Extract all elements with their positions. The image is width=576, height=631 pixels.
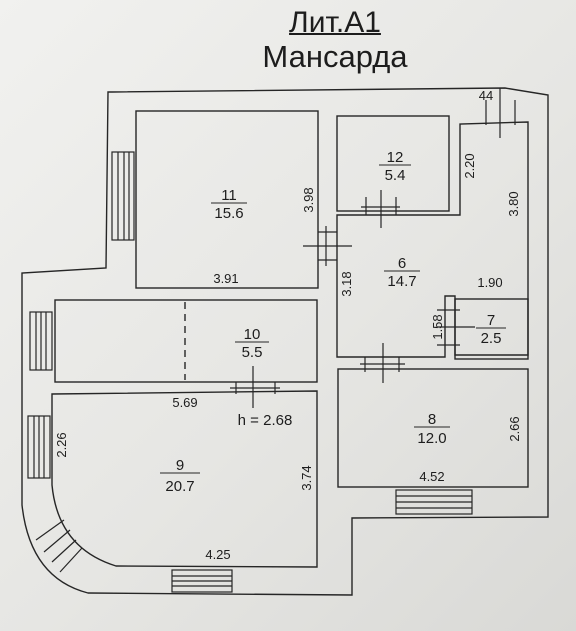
dim-398: 3.98 [301,187,316,212]
dim-44: 44 [479,88,493,103]
door-10-9 [230,366,280,408]
dim-158: 1.58 [430,314,445,339]
dim-425: 4.25 [205,547,230,562]
ceiling-height: h = 2.68 [238,412,293,429]
wall-room-11 [135,110,319,289]
plan-title: Лит.А1 Мансарда [240,6,430,74]
dim-374: 3.74 [299,465,314,490]
door-12-6 [361,190,400,228]
windows [27,88,516,593]
room-9-number: 9 [176,457,184,474]
walls [21,87,549,596]
title-floor: Мансарда [262,39,408,74]
room-8-number: 8 [428,411,436,428]
dim-318: 3.18 [339,271,354,296]
window-left-10 [29,311,53,371]
wall-room-8 [337,368,529,488]
window-bottom-8 [395,489,473,515]
dim-220: 2.20 [462,153,477,178]
dim-226: 2.26 [54,432,69,457]
room-12-area: 5.4 [385,167,406,184]
window-left-9 [27,415,51,479]
window-left-11 [111,151,135,241]
dim-266: 2.66 [507,416,522,441]
room-11-area: 15.6 [214,205,243,222]
wall-room-7 [454,298,529,360]
window-top-right [485,88,516,138]
window-bottom-9 [171,569,233,593]
door-7-6 [437,309,475,346]
dim-380: 3.80 [506,191,521,216]
room-12-number: 12 [387,149,404,166]
room-7-area: 2.5 [481,330,502,347]
room-9-area: 20.7 [165,478,194,495]
door-11-6 [303,226,352,266]
window-curve-9 [35,519,83,573]
wall-room-10 [54,299,318,383]
room-6-area: 14.7 [387,273,416,290]
room-6-number: 6 [398,255,406,272]
wall-room-12 [336,115,450,212]
room-8-area: 12.0 [417,430,446,447]
title-lit: Лит.А1 [289,6,381,39]
dim-190: 1.90 [477,275,502,290]
room-7-number: 7 [487,312,495,329]
dim-391: 3.91 [213,271,238,286]
door-8-6 [360,343,405,383]
dimension-labels: 44 3.98 3.91 2.20 3.80 3.18 1.90 1.58 5.… [54,88,522,562]
room-labels: 11 15.6 12 5.4 6 14.7 7 2.5 10 5.5 8 12.… [160,149,506,495]
dim-569: 5.69 [172,395,197,410]
room-10-number: 10 [244,326,261,343]
outer-wall [21,87,549,596]
room-10-area: 5.5 [242,344,263,361]
doors [230,190,475,408]
dim-452: 4.52 [419,469,444,484]
wall-room-9 [51,390,318,568]
room-11-number: 11 [221,187,237,204]
